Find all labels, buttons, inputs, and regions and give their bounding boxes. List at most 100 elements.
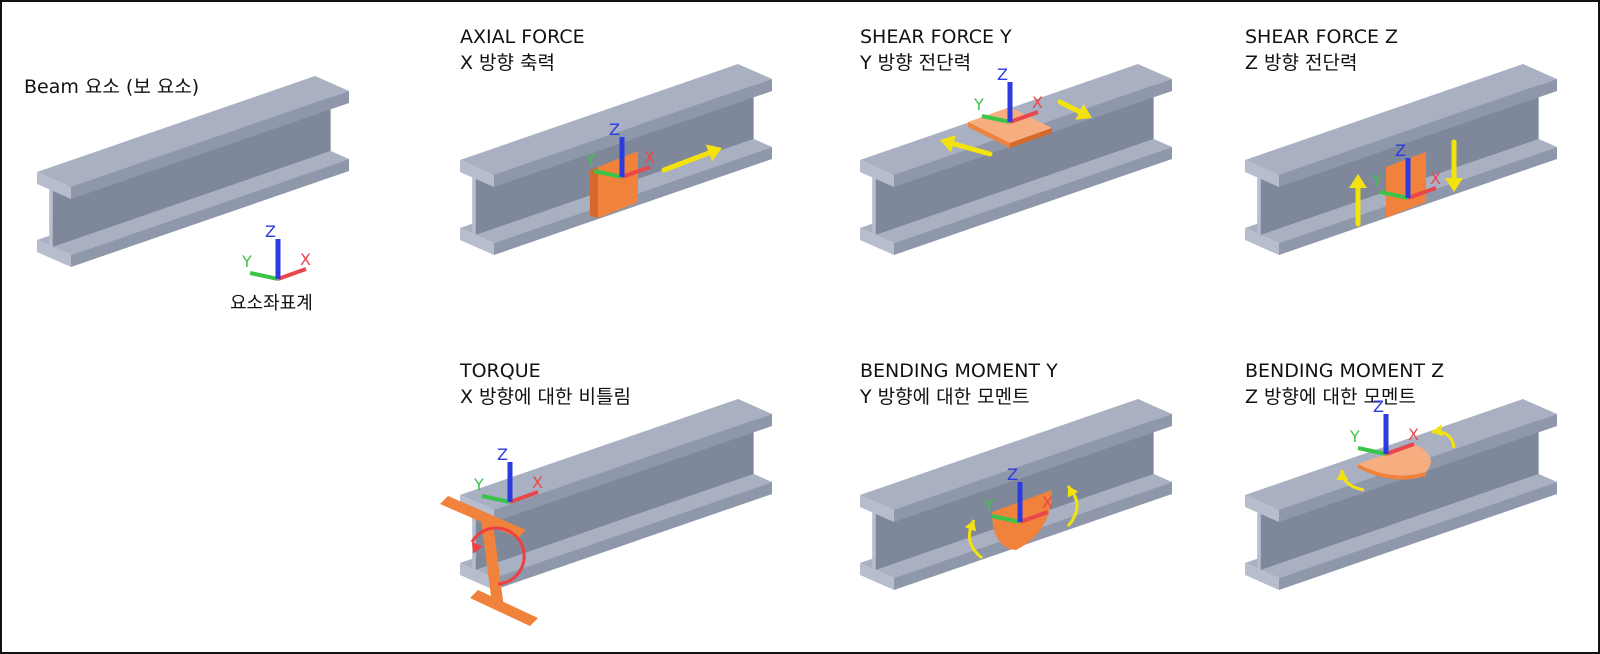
beam-web-end xyxy=(1257,177,1261,235)
title-shear-y-line-1: SHEAR FORCE Y xyxy=(860,26,1012,48)
beam-bottom-flange-front xyxy=(494,482,772,590)
beam-bottom-flange-end xyxy=(460,228,494,255)
shear-z-arrow-down-head xyxy=(1445,178,1463,192)
axial-axes-x-axis xyxy=(621,165,651,179)
axial-force-arrow-shaft xyxy=(661,150,712,173)
beam-web-end xyxy=(872,177,876,235)
axial-axes-x-label: X xyxy=(644,148,655,167)
beam-bottom-flange-end xyxy=(860,563,894,590)
beam-top-flange-front xyxy=(894,414,1172,522)
axial-axes-y-label: Y xyxy=(585,150,596,169)
shear-y-axes-x-label: X xyxy=(1032,93,1043,112)
title-shear-z-line-1: SHEAR FORCE Z xyxy=(1245,26,1399,48)
beam-top-flange-top xyxy=(37,76,349,187)
beam-web-end xyxy=(872,512,876,570)
shear-y-arrow-right-head xyxy=(1075,103,1092,120)
beam-bottom-flange-end xyxy=(860,228,894,255)
title-axial-line-2: X 방향 축력 xyxy=(460,52,556,74)
axial-section-edge xyxy=(590,167,598,218)
bending-z-axes-y-axis xyxy=(1357,446,1387,456)
coordinate-system-caption: 요소좌표계 xyxy=(230,293,313,314)
title-bending-y-line-2: Y 방향에 대한 모멘트 xyxy=(860,386,1030,408)
beam-web-end xyxy=(49,189,53,247)
shear-y-axes-z-label: Z xyxy=(997,65,1008,84)
torque-axes-x-axis xyxy=(509,490,539,504)
shear-y-arrow-left-shaft xyxy=(950,141,993,157)
shear-z-arrow-up-head xyxy=(1349,174,1367,188)
beam-top-flange-top xyxy=(1245,64,1557,175)
title-bending-z-line-2: Z 방향에 대한 모멘트 xyxy=(1245,386,1416,408)
axial-axes-z-label: Z xyxy=(609,120,620,139)
shear-y-section-edge xyxy=(968,122,1010,148)
beam-top-flange-top xyxy=(460,64,772,175)
beam-top-flange-front xyxy=(494,414,772,522)
beam-top-flange-top xyxy=(460,399,772,510)
bending-z-axes-z-label: Z xyxy=(1373,397,1384,416)
bending-y-axes-x-axis xyxy=(1019,510,1049,524)
title-shear-z: SHEAR FORCE Z Z 방향 전단력 xyxy=(1245,24,1398,76)
beam-bottom-flange-end xyxy=(460,563,494,590)
shear-z-axes-x-axis xyxy=(1407,186,1437,200)
coordinate-system-x-axis xyxy=(277,267,307,281)
bending-z-axes-x-axis xyxy=(1385,442,1415,456)
bending-z-arrow-right-head xyxy=(1432,424,1443,437)
beam-bottom-flange-top xyxy=(1245,467,1557,578)
shear-z-axes-x-label: X xyxy=(1430,169,1441,188)
coordinate-system-y-label: Y xyxy=(241,252,252,271)
beam-top-flange-front xyxy=(494,79,772,187)
title-torque-line-1: TORQUE xyxy=(460,360,541,382)
torque-axes-y-label: Y xyxy=(473,475,484,494)
beam-top-flange-end xyxy=(860,495,894,522)
title-beam-line-1: Beam 요소 (보 요소) xyxy=(24,76,200,98)
beam-bottom-flange-front xyxy=(1279,482,1557,590)
title-shear-z-line-2: Z 방향 전단력 xyxy=(1245,52,1358,74)
title-bending-y: BENDING MOMENT Y Y 방향에 대한 모멘트 xyxy=(860,358,1058,410)
beam-web-end xyxy=(1257,512,1261,570)
beam-top-flange-end xyxy=(1245,160,1279,187)
coordinate-system-y-axis xyxy=(249,271,279,281)
beam-top-flange-front xyxy=(71,91,349,199)
beam-bottom-flange-end xyxy=(1245,228,1279,255)
title-torque-line-2: X 방향에 대한 비틀림 xyxy=(460,386,631,408)
beam-bottom-flange-end xyxy=(37,240,71,267)
beam-bottom-flange-front xyxy=(894,147,1172,255)
beam-top-flange-end xyxy=(1245,495,1279,522)
axial-force-arrow-head xyxy=(705,144,722,162)
beam-bottom-flange-top xyxy=(860,132,1172,243)
bending-z-arrow-left-head xyxy=(1336,470,1349,481)
title-bending-y-line-1: BENDING MOMENT Y xyxy=(860,360,1058,382)
beam-web-end xyxy=(472,177,476,235)
bending-z-section-top xyxy=(1358,444,1431,476)
shear-z-axes-y-axis xyxy=(1379,190,1409,200)
title-axial-line-1: AXIAL FORCE xyxy=(460,26,585,48)
bending-y-axes-y-label: Y xyxy=(983,495,994,514)
bending-y-axes-x-label: X xyxy=(1042,493,1053,512)
title-axial: AXIAL FORCE X 방향 축력 xyxy=(460,24,585,76)
bending-z-axes-x-label: X xyxy=(1408,425,1419,444)
bending-z-axes-y-label: Y xyxy=(1349,427,1360,446)
shear-y-section-edge-2 xyxy=(1010,128,1052,148)
shear-y-axes-y-label: Y xyxy=(973,95,984,114)
beam-bottom-flange-end xyxy=(1245,563,1279,590)
shear-y-arrow-left-head xyxy=(940,135,956,153)
title-bending-z: BENDING MOMENT Z Z 방향에 대한 모멘트 xyxy=(1245,358,1444,410)
torque-axes-y-axis xyxy=(481,494,511,504)
torque-rotation-arrow-arc xyxy=(470,526,526,586)
axial-section-face xyxy=(598,151,638,218)
shear-y-axes-y-axis xyxy=(981,114,1011,124)
shear-y-arrow-right-shaft xyxy=(1057,99,1082,115)
title-shear-y: SHEAR FORCE Y Y 방향 전단력 xyxy=(860,24,1012,76)
coordinate-system-z-label: Z xyxy=(265,222,276,241)
bending-y-axes-y-axis xyxy=(991,514,1021,524)
beam-top-flange-end xyxy=(37,172,71,199)
beam-bottom-flange-front xyxy=(71,159,349,267)
title-shear-y-line-2: Y 방향 전단력 xyxy=(860,52,972,74)
